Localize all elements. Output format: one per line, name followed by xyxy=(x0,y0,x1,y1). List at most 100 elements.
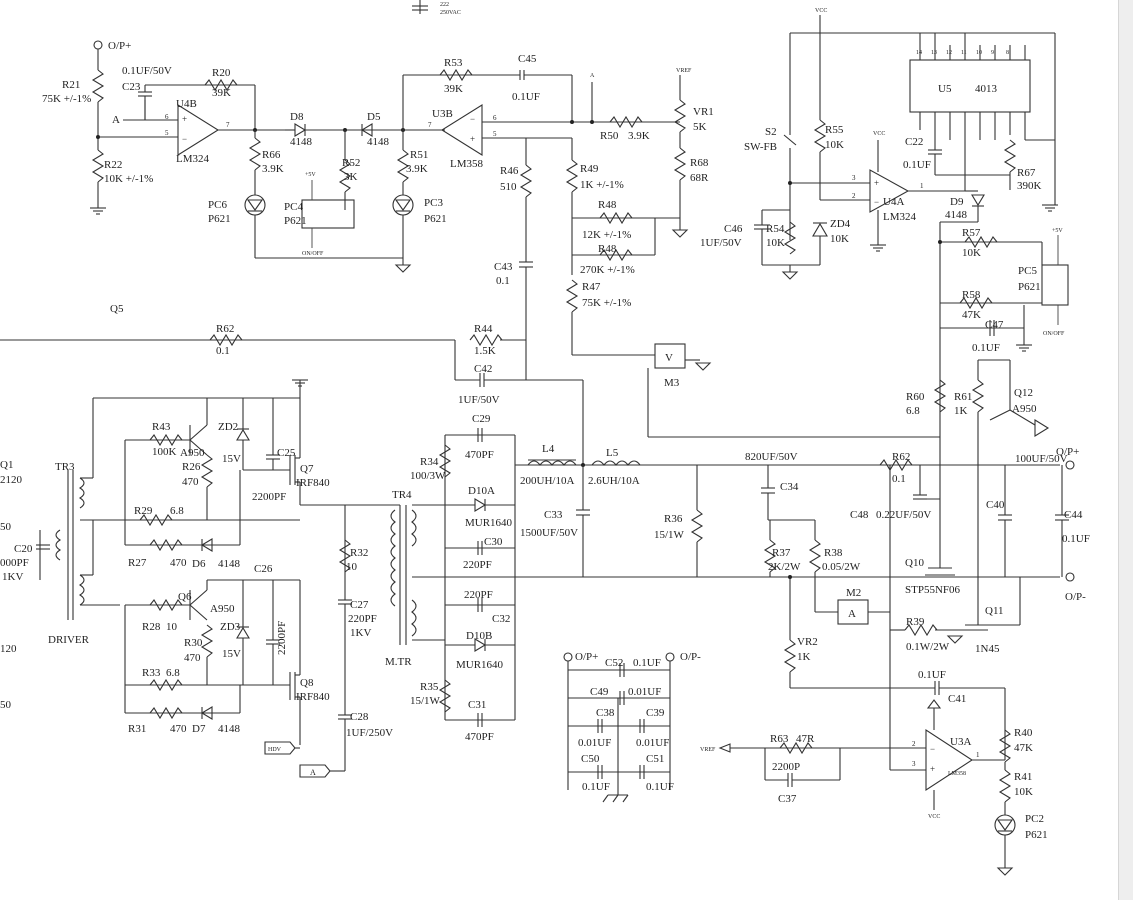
r43-resistor xyxy=(469,333,503,347)
svg-text:−: − xyxy=(874,197,879,207)
r66-resistor xyxy=(248,137,262,171)
d6-diode xyxy=(200,538,213,552)
d6-val: 4148 xyxy=(218,558,241,570)
pc2-opto xyxy=(994,814,1016,836)
u5-ic xyxy=(909,59,1031,113)
c28-val: 1UF/250V xyxy=(346,727,393,739)
r50-val: 3.9K xyxy=(628,130,650,142)
top-capacitor-fragment: 222 250VAC xyxy=(412,0,461,16)
m3-ref: M3 xyxy=(664,377,680,389)
r54-ref: R54 xyxy=(766,223,785,235)
r54-resistor xyxy=(783,221,797,255)
r42-resistor xyxy=(998,769,1012,803)
svg-text:13: 13 xyxy=(931,50,937,56)
svg-text:+5V: +5V xyxy=(1052,228,1063,234)
r33-ref: R30 xyxy=(184,637,203,649)
svg-text:9: 9 xyxy=(991,50,994,56)
d8-ref: D8 xyxy=(290,111,304,123)
r40-resistor xyxy=(779,741,813,755)
r22-resistor xyxy=(91,149,105,183)
svg-text:2: 2 xyxy=(852,192,856,200)
r30-val: 10 xyxy=(166,621,178,633)
r26-resistor xyxy=(149,433,183,447)
q12-ref: Q12 xyxy=(1014,387,1033,399)
r31-val: 6.8 xyxy=(166,667,180,679)
vr1-val: 5K xyxy=(693,121,707,133)
right-scan-margin xyxy=(1118,0,1133,900)
r57-val: 10K xyxy=(962,247,981,259)
vr2-pot xyxy=(783,639,797,673)
svg-text:6: 6 xyxy=(165,113,169,121)
d9-ref: D9 xyxy=(950,196,964,208)
r36-val: 15/1W xyxy=(410,695,441,707)
r68-val: 68R xyxy=(690,172,709,184)
r38-ref: R37 xyxy=(772,547,791,559)
c44-val: 0.1UF xyxy=(1062,533,1090,545)
svg-text:−: − xyxy=(470,114,475,124)
r63-resistor xyxy=(904,623,938,637)
r58-resistor xyxy=(959,296,993,310)
l4-inductor xyxy=(527,460,577,466)
pc5-opto xyxy=(1041,264,1069,306)
vr2-ref: VR2 xyxy=(797,636,818,648)
svg-text:+: + xyxy=(470,134,475,144)
q11-val: 1N45 xyxy=(975,643,1000,655)
s2-val: SW-FB xyxy=(744,141,777,153)
c43-val: 0.1 xyxy=(496,275,510,287)
frag-50b: 50 xyxy=(0,699,12,711)
q11-ref: Q11 xyxy=(985,605,1004,617)
d7-ref: D7 xyxy=(192,723,206,735)
vcc-top: VCC xyxy=(815,8,827,14)
pc6-val: P621 xyxy=(208,213,231,225)
u4b-opamp xyxy=(177,104,220,156)
r29-ref: R26 xyxy=(182,461,201,473)
op-minus-label-right: O/P- xyxy=(1065,591,1086,603)
pc3-opto xyxy=(392,194,414,216)
c52-ref: C52 xyxy=(605,657,623,669)
c30-val: 220PF xyxy=(463,559,492,571)
frag-120: 120 xyxy=(0,643,17,655)
r50-ref: R50 xyxy=(600,130,619,142)
r41-ref: R40 xyxy=(1014,727,1033,739)
r41-resistor xyxy=(998,729,1012,763)
c50-ref: C50 xyxy=(581,753,600,765)
r20-ref: R20 xyxy=(212,67,231,79)
output-rectifier: C29 470PF R34 100/3W D10A MUR1640 C30 22… xyxy=(410,413,516,743)
r40-val: 47R xyxy=(796,733,815,745)
c22-ref: C22 xyxy=(905,136,923,148)
u3b-opamp xyxy=(440,104,483,156)
r61-resistor xyxy=(971,379,985,413)
pc3-ref: PC3 xyxy=(424,197,443,209)
r49-resistor xyxy=(565,159,579,193)
l5-val: 2.6UH/10A xyxy=(588,475,640,487)
pc4-val: P621 xyxy=(284,215,307,227)
r49-val: 1K +/-1% xyxy=(580,179,624,191)
r60-resistor xyxy=(933,379,947,413)
r62-value: 0.1 xyxy=(892,473,906,485)
d10b-ref: D10B xyxy=(466,630,492,642)
snubber-tr4: R32 10 C27 220PF 1KV C28 1UF/250V TR4 M.… xyxy=(338,489,1060,771)
c52-val: 0.1UF xyxy=(633,657,661,669)
svg-text:VCC: VCC xyxy=(928,814,940,820)
c26-val: 2200PF xyxy=(276,621,288,655)
r60-ref: R60 xyxy=(906,391,925,403)
pc3-val: P621 xyxy=(424,213,447,225)
r21-val: 75K +/-1% xyxy=(42,93,91,105)
pc2-ref: PC2 xyxy=(1025,813,1044,825)
d10b-diode xyxy=(474,638,487,652)
r60-val: 6.8 xyxy=(906,405,920,417)
vr1-pot xyxy=(673,99,687,133)
r22-val: 10K +/-1% xyxy=(104,173,153,185)
c40-ref: C40 xyxy=(986,499,1005,511)
vr2-val: 1K xyxy=(797,651,811,663)
u4a-u5-section: VCC S2 SW-FB R55 10K ZD4 10K R54 10K C46… xyxy=(700,8,1059,520)
r47-val: 75K +/-1% xyxy=(582,297,631,309)
c39-val: 0.01UF xyxy=(636,737,669,749)
vref-top: VREF xyxy=(676,68,692,74)
d9-diode xyxy=(971,194,985,207)
frag-50: 50 xyxy=(0,521,12,533)
c39-ref: C39 xyxy=(646,707,665,719)
c32-val: 220PF xyxy=(464,589,493,601)
c33-val: 1500UF/50V xyxy=(520,527,578,539)
